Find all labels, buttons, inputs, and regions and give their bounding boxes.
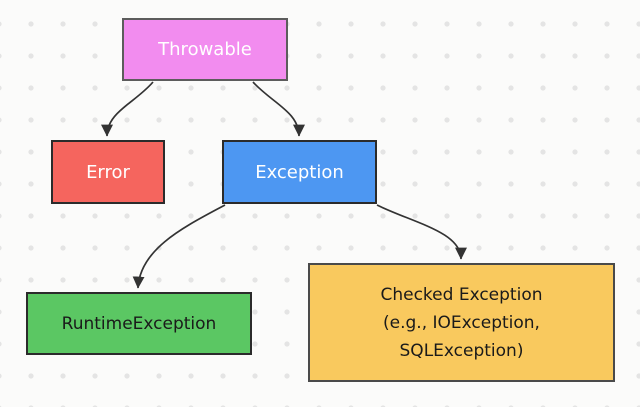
node-exception-label: Exception	[255, 161, 344, 183]
node-checked-exception-line1: Checked Exception	[380, 284, 543, 305]
edge-exception-to-runtime-arrow	[132, 204, 226, 289]
edge-throwable-to-error-arrow	[101, 81, 154, 137]
node-throwable-label: Throwable	[158, 39, 252, 60]
node-error-label: Error	[86, 161, 130, 183]
node-checked-exception-line2: (e.g., IOException,	[383, 312, 540, 333]
node-error: Error	[51, 140, 165, 204]
node-runtime-exception: RuntimeException	[26, 292, 252, 355]
node-checked-exception-line3: SQLException)	[399, 340, 524, 361]
node-exception: Exception	[222, 140, 377, 204]
node-throwable: Throwable	[122, 18, 288, 81]
node-checked-exception: Checked Exception (e.g., IOException, SQ…	[308, 263, 615, 382]
node-runtime-exception-label: RuntimeException	[61, 313, 217, 334]
edge-exception-to-checked-arrow	[376, 204, 467, 260]
node-checked-exception-label: Checked Exception (e.g., IOException, SQ…	[380, 281, 542, 365]
edge-throwable-to-exception-arrow	[252, 81, 305, 137]
